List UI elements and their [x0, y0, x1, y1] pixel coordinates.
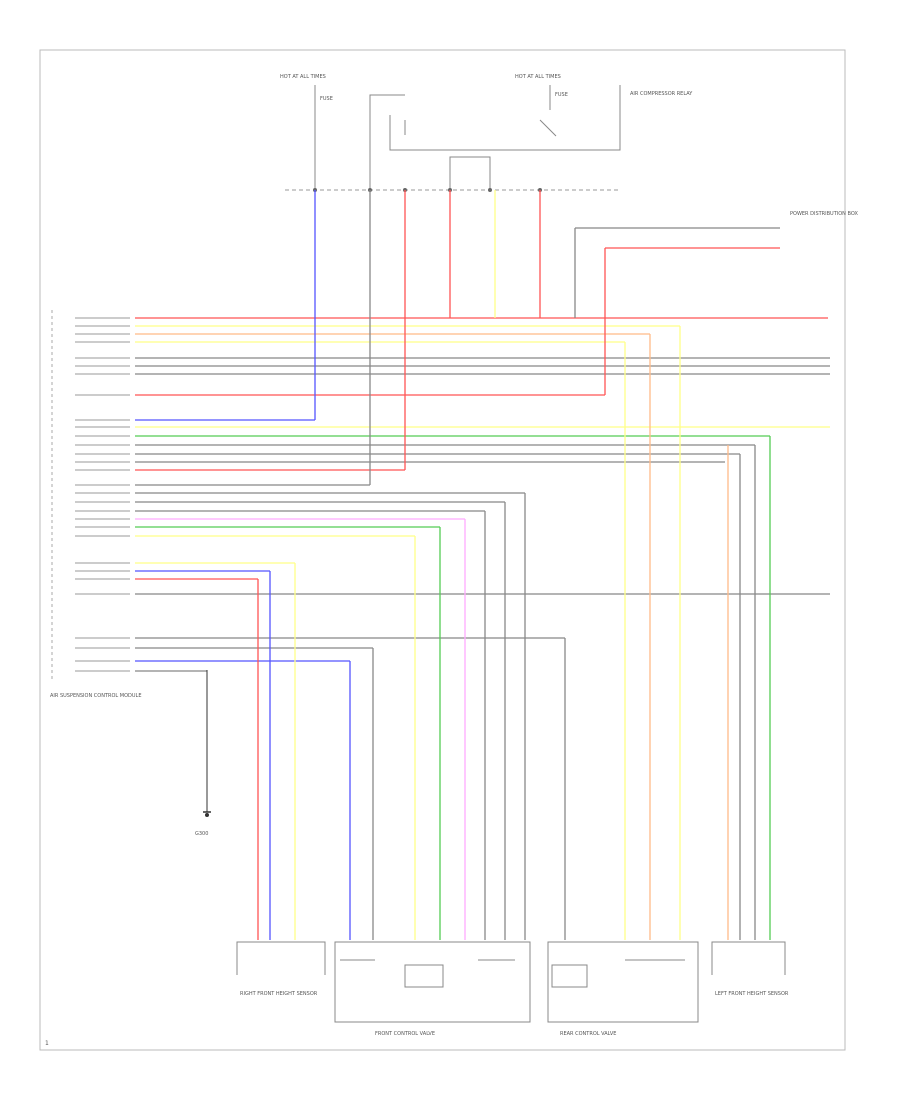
pdb-label: POWER DISTRIBUTION BOX	[790, 211, 858, 217]
rf-height-sensor-label: RIGHT FRONT HEIGHT SENSOR	[240, 991, 318, 997]
front-valve-label: FRONT CONTROL VALVE	[375, 1031, 435, 1037]
power-distribution-area: HOT AT ALL TIMES HOT AT ALL TIMES FUSE F…	[280, 74, 858, 217]
diagram-frame	[39, 49, 846, 1051]
pin-labels	[75, 317, 130, 672]
module-pin-block: AIR SUSPENSION CONTROL MODULE	[50, 310, 142, 699]
ground-label: G300	[195, 831, 208, 837]
fuse-left-label: FUSE	[320, 96, 333, 102]
lf-height-sensor-label: LEFT FRONT HEIGHT SENSOR	[715, 991, 789, 997]
hot-left-label: HOT AT ALL TIMES	[280, 74, 326, 80]
vertical-wires	[257, 190, 780, 940]
hot-right-label: HOT AT ALL TIMES	[515, 74, 561, 80]
rear-valve-label: REAR CONTROL VALVE	[560, 1031, 616, 1037]
bottom-components: RIGHT FRONT HEIGHT SENSOR FRONT CONTROL …	[236, 941, 789, 1037]
horizontal-wires	[135, 317, 830, 672]
fuse-right-label: FUSE	[555, 92, 568, 98]
ground-g300: G300	[195, 670, 211, 837]
page-number: 1	[45, 1040, 49, 1047]
module-label: AIR SUSPENSION CONTROL MODULE	[50, 693, 142, 699]
relay-label: AIR COMPRESSOR RELAY	[630, 91, 693, 97]
